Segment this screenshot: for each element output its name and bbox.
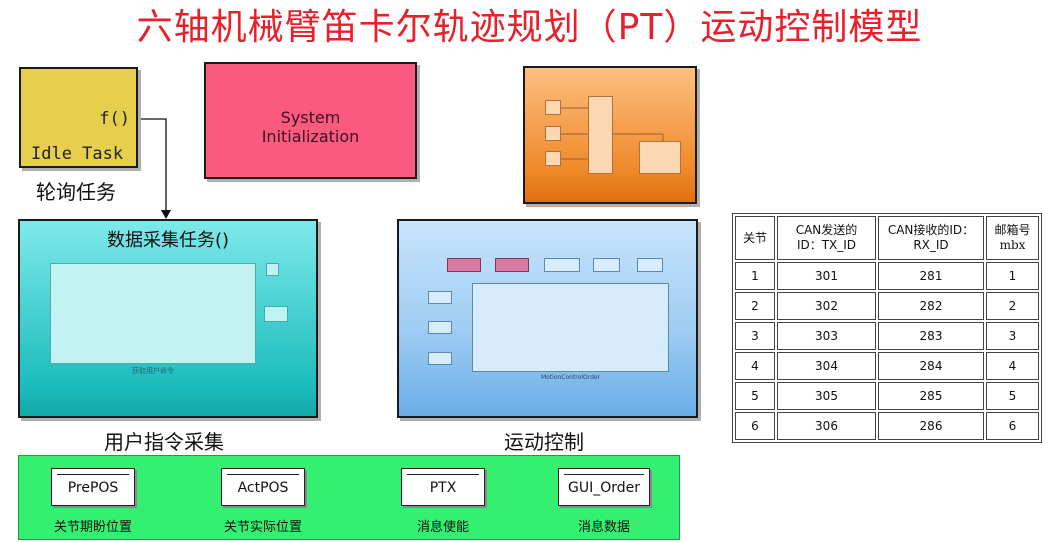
motion-input-port bbox=[428, 291, 452, 304]
data-store-area: PrePOS 关节期盼位置 ActPOS 关节实际位置 PTX 消息使能 GUI… bbox=[18, 455, 680, 540]
motion-inner-block bbox=[472, 283, 669, 372]
idle-task-name: Idle Task bbox=[31, 144, 124, 164]
page-title: 六轴机械臂笛卡尔轨迹规划（PT）运动控制模型 bbox=[136, 7, 923, 48]
data-store-prepos[interactable]: PrePOS bbox=[51, 468, 135, 506]
motion-input-port bbox=[428, 321, 452, 334]
subsystem-input-port bbox=[545, 151, 561, 166]
data-store-caption: 消息数据 bbox=[577, 520, 630, 535]
acquisition-small-port bbox=[266, 263, 279, 276]
header-rx-id: CAN接收的ID：RX_ID bbox=[878, 216, 984, 260]
init-line-2: Initialization bbox=[261, 127, 360, 146]
acquisition-caption: 用户指令采集 bbox=[104, 430, 224, 454]
acquisition-output-port bbox=[264, 306, 288, 322]
idle-task-caption: 轮询任务 bbox=[36, 180, 116, 204]
motion-caption: 运动控制 bbox=[504, 430, 584, 454]
motion-port bbox=[544, 258, 580, 272]
motion-pink-port bbox=[447, 258, 481, 272]
subsystem-block[interactable] bbox=[523, 66, 697, 204]
subsystem-mux bbox=[588, 96, 613, 174]
motion-port bbox=[593, 258, 620, 272]
subsystem-output-block bbox=[639, 141, 681, 174]
data-store-caption: 关节期盼位置 bbox=[53, 520, 132, 535]
subsystem-input-port bbox=[545, 126, 561, 141]
motion-port bbox=[637, 258, 663, 272]
idle-task-block[interactable]: f() Idle Task bbox=[19, 67, 138, 168]
idle-function-label: f() bbox=[99, 109, 130, 129]
data-store-caption: 关节实际位置 bbox=[223, 520, 302, 535]
init-line-1: System bbox=[280, 108, 341, 127]
header-joint: 关节 bbox=[735, 216, 775, 260]
acquisition-inner-block bbox=[50, 263, 256, 364]
data-store-actpos[interactable]: ActPOS bbox=[221, 468, 305, 506]
data-acquisition-block[interactable]: 数据采集任务() 获取用户命令 bbox=[18, 219, 318, 418]
subsystem-input-port bbox=[545, 100, 561, 115]
motion-input-port bbox=[428, 352, 452, 365]
acquisition-inner-label: 获取用户命令 bbox=[132, 367, 174, 375]
data-acquisition-title: 数据采集任务() bbox=[106, 230, 230, 251]
motion-pink-port bbox=[495, 258, 529, 272]
motion-inner-label: MotionControlOrder bbox=[540, 374, 601, 381]
subsystem-icon bbox=[561, 107, 664, 160]
data-store-gui-order[interactable]: GUI_Order bbox=[558, 468, 650, 506]
motion-control-block[interactable]: MotionControlOrder bbox=[397, 219, 698, 418]
data-store-ptx[interactable]: PTX bbox=[401, 468, 485, 506]
system-initialization-block[interactable]: System Initialization bbox=[204, 62, 417, 179]
data-store-caption: 消息使能 bbox=[416, 520, 469, 535]
